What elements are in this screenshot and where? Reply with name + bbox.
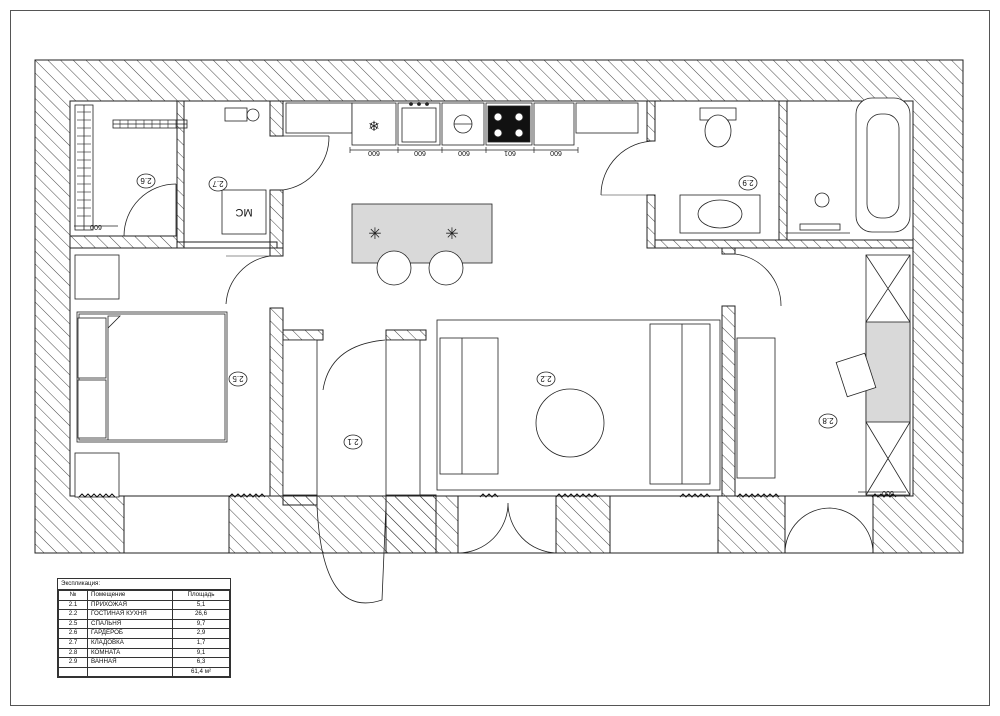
room-number-2-9: 2.9 [742, 178, 754, 187]
room-number-2-2: 2.2 [540, 374, 552, 383]
legend-header-area: Площадь [172, 590, 230, 601]
room-markers [136, 173, 838, 450]
legend-no: 2.7 [58, 637, 88, 649]
pantry-equipment [221, 107, 330, 235]
legend-name: ГАРДЕРОБ [87, 628, 173, 639]
legend-name: ПРИХОЖАЯ [87, 599, 173, 611]
kitchen-appliance-marks [409, 102, 524, 138]
room-legend: Экспликация: № Помещение Площадь 2.1 ПРИ… [57, 578, 231, 679]
fridge-snow-icon: ❄ [368, 118, 380, 134]
legend-row: 2.6 ГАРДЕРОБ 2,9 [58, 628, 230, 639]
legend-row: 2.7 КЛАДОВКА 1,7 [58, 637, 230, 649]
island-snow-icon-2: ✳ [445, 226, 458, 243]
room-marker-2-7 [208, 176, 228, 192]
legend-area: 9,7 [172, 618, 230, 630]
legend-area: 2,9 [172, 628, 230, 639]
kitchen-dim-4: 601 [504, 149, 516, 156]
kitchen-dim-5: 600 [550, 149, 562, 156]
legend-no: 2.9 [58, 657, 88, 668]
room-cabinet-dimension: 600 [882, 489, 894, 496]
window-curtains [78, 493, 897, 498]
kitchen-dimensions: 600 600 600 601 600 [368, 149, 562, 156]
legend-area: 26,6 [172, 609, 230, 620]
wardrobe-dimension: 600 [90, 223, 102, 230]
bedroom-furniture [74, 254, 271, 498]
legend-header-row: № Помещение Площадь [58, 590, 230, 601]
kitchen-counters [285, 102, 639, 146]
room-number-2-8: 2.8 [822, 416, 834, 425]
room-marker-2-8 [818, 413, 838, 429]
legend-table: № Помещение Площадь 2.1 ПРИХОЖАЯ 5,1 2.2… [58, 590, 230, 678]
legend-no: 2.6 [58, 628, 88, 639]
bar-stools [376, 250, 464, 286]
legend-area: 5,1 [172, 599, 230, 611]
wardrobe-shelving [74, 104, 188, 237]
room-marker-2-9 [738, 175, 758, 191]
legend-no: 2.1 [58, 599, 88, 611]
closet-label: МС [235, 206, 252, 218]
legend-name: КЛАДОВКА [87, 637, 173, 649]
living-room-furniture [436, 319, 721, 554]
legend-row: 2.2 ГОСТИНАЯ КУХНЯ 26,6 [58, 609, 230, 620]
kitchen-dim-3: 600 [458, 149, 470, 156]
legend-row: 2.5 СПАЛЬНЯ 9,7 [58, 618, 230, 630]
room-marker-2-2 [536, 371, 556, 387]
corridor-fixtures [282, 339, 421, 604]
legend-area: 1,7 [172, 637, 230, 649]
legend-name: ВАННАЯ [87, 657, 173, 668]
legend-total-row: 61,4 м² [58, 666, 230, 678]
room-marker-2-1 [343, 434, 363, 450]
legend-no: 2.8 [58, 647, 88, 659]
legend-area: 9,1 [172, 647, 230, 659]
sheet-border [10, 10, 990, 706]
kitchen-island [351, 203, 493, 264]
island-snow-icon-1: ✳ [368, 226, 381, 243]
legend-row: 2.1 ПРИХОЖАЯ 5,1 [58, 599, 230, 611]
room-marker-2-5 [228, 371, 248, 387]
legend-name: ГОСТИНАЯ КУХНЯ [87, 609, 173, 620]
room-2-8-furniture [734, 253, 911, 554]
room-number-2-7: 2.7 [212, 179, 224, 188]
kitchen-dimension-line [349, 147, 579, 153]
legend-no: 2.5 [58, 618, 88, 630]
room-numbers: 2.6 2.7 2.9 2.5 2.2 2.1 2.8 [140, 176, 834, 446]
extra-dimension-lines [74, 225, 906, 493]
legend-header-no: № [58, 590, 88, 601]
room-number-2-6: 2.6 [140, 176, 152, 185]
kitchen-dim-2: 600 [414, 149, 426, 156]
room-number-2-1: 2.1 [347, 437, 359, 446]
legend-header-name: Помещение [87, 590, 173, 601]
room-marker-2-6 [136, 173, 156, 189]
legend-name: СПАЛЬНЯ [87, 618, 173, 630]
bathroom-fixtures [600, 97, 911, 234]
room-number-2-5: 2.5 [232, 374, 244, 383]
kitchen-dim-1: 600 [368, 149, 380, 156]
legend-title: Экспликация: [58, 579, 230, 590]
interior-walls [69, 100, 914, 554]
legend-row: 2.9 ВАННАЯ 6,3 [58, 657, 230, 668]
legend-area: 6,3 [172, 657, 230, 668]
legend-name: КОМНАТА [87, 647, 173, 659]
legend-total: 61,4 м² [172, 666, 230, 678]
legend-no: 2.2 [58, 609, 88, 620]
legend-row: 2.8 КОМНАТА 9,1 [58, 647, 230, 659]
